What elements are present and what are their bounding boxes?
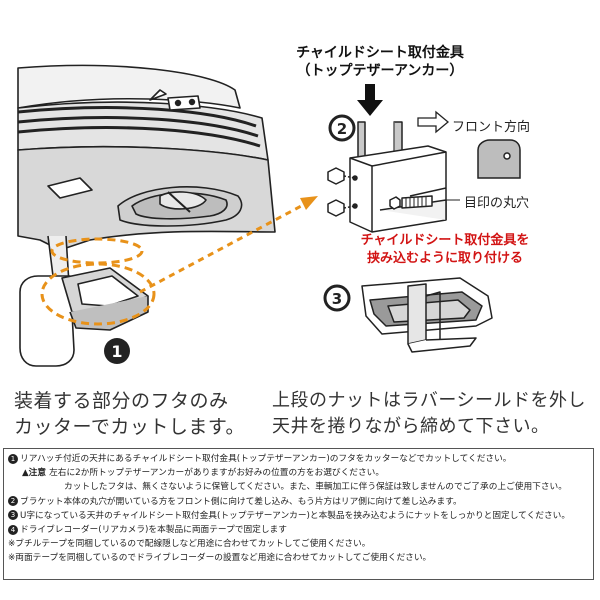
mounted-bracket	[361, 277, 493, 353]
mark-hole-panel	[477, 139, 521, 179]
caution-label: ▲注意	[22, 468, 47, 479]
left-caption-line1: 装着する部分のフタのみ	[14, 390, 229, 412]
right-caption: 上段のナットはラバーシールドを外し 天井を捲りながら締めて下さい。	[272, 388, 598, 440]
installation-illustration: 1 2	[17, 64, 521, 367]
left-caption-line2: カッターでカットします。	[14, 416, 245, 438]
anchor-title: チャイルドシート取付金具 （トップテザーアンカー）	[270, 44, 490, 80]
note-tape: ※両面テープを同梱しているのでドライブレコーダーの設置など用途に合わせてカットし…	[8, 551, 589, 565]
step-1-number: 1	[111, 342, 122, 361]
note-tape-text: ※両面テープを同梱しているのでドライブレコーダーの設置など用途に合わせてカットし…	[8, 553, 432, 564]
note-caution-cont: カットしたフタは、無くさないように保管してください。また、車輌加工に伴う保証は致…	[8, 480, 589, 494]
step-1-badge	[104, 338, 130, 364]
down-arrow-icon	[357, 84, 383, 116]
step-2-badge	[328, 114, 356, 142]
note-butyl: ※ブチルテープを同梱しているので配線隠しなど用途に合わせてカットしてご使用くださ…	[8, 537, 589, 551]
callout-arrowhead	[300, 196, 318, 210]
note-3-text: U字になっている天井のチャイルドシート取付金具(トップテザーアンカー)と本製品を…	[20, 510, 571, 521]
front-direction-arrow-icon	[417, 110, 450, 134]
note-1-number: 1	[8, 453, 18, 464]
note-caution-cont-text: カットしたフタは、無くさないように保管してください。また、車輌加工に伴う保証は致…	[64, 482, 567, 493]
note-caution-text: 左右に2か所トップテザーアンカーがありますがお好みの位置の方をお選びください。	[49, 468, 385, 479]
mark-hole-label: 目印の丸穴	[464, 196, 530, 211]
red-instruction: チャイルドシート取付金具を 挟み込むように取り付ける	[300, 232, 590, 268]
step-3-number: 3	[332, 290, 342, 308]
right-caption-line2: 天井を捲りながら締めて下さい。	[272, 416, 550, 437]
note-caution: ▲注意左右に2か所トップテザーアンカーがありますがお好みの位置の方をお選びくださ…	[8, 466, 589, 480]
note-3-number: 3	[8, 510, 18, 521]
bracket-assembly	[327, 121, 460, 233]
step-3-badge	[323, 284, 351, 312]
front-direction-label: フロント方向	[452, 120, 531, 135]
anchor-title-line1: チャイルドシート取付金具	[296, 45, 464, 61]
note-4-number: 4	[8, 524, 18, 535]
red-instruction-line1: チャイルドシート取付金具を	[360, 233, 530, 248]
anchor-title-line2: （トップテザーアンカー）	[296, 63, 464, 79]
step-2-number: 2	[337, 120, 347, 138]
note-2-number: 2	[8, 496, 18, 507]
red-instruction-line2: 挟み込むように取り付ける	[366, 251, 523, 266]
note-butyl-text: ※ブチルテープを同梱しているので配線隠しなど用途に合わせてカットしてご使用くださ…	[8, 539, 371, 550]
note-2-text: ブラケット本体の丸穴が開いている方をフロント側に向けて差し込み、もう片方はリア側…	[20, 496, 462, 507]
highlight-callout	[40, 202, 306, 326]
ceiling-illustration	[17, 64, 276, 367]
note-1-text: リアハッチ付近の天井にあるチャイルドシート取付金具(トップテザーアンカー)のフタ…	[20, 454, 512, 464]
right-caption-line1: 上段のナットはラバーシールドを外し	[272, 390, 586, 411]
note-4-text: ドライブレコーダー(リアカメラ)を本製品に両面テープで固定します	[20, 525, 287, 536]
left-caption: 装着する部分のフタのみ カッターでカットします。	[14, 388, 264, 440]
